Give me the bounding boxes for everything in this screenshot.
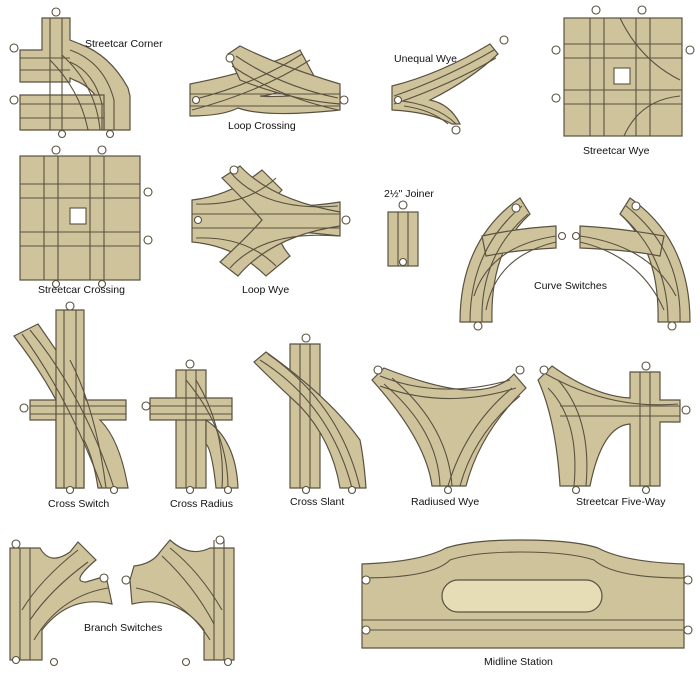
loop-wye-piece bbox=[191, 165, 351, 277]
cross-slant-piece bbox=[253, 333, 367, 495]
loop-crossing-label: Loop Crossing bbox=[228, 120, 296, 132]
joiner-piece bbox=[387, 200, 419, 267]
cross-radius-label: Cross Radius bbox=[170, 498, 234, 510]
loop-crossing-piece bbox=[189, 45, 349, 117]
unequal-wye-label: Unequal Wye bbox=[394, 53, 457, 65]
streetcar-crossing-label: Streetcar Crossing bbox=[38, 284, 125, 296]
unequal-wye-piece bbox=[391, 35, 509, 135]
loop-wye-label: Loop Wye bbox=[242, 284, 290, 296]
branch-switch-right-piece bbox=[121, 535, 235, 667]
midline-station-label: Midline Station bbox=[484, 656, 553, 668]
streetcar-wye-label: Streetcar Wye bbox=[583, 145, 650, 157]
streetcar-crossing-piece bbox=[19, 145, 153, 289]
cross-slant-label: Cross Slant bbox=[290, 496, 345, 508]
streetcar-five-way-label: Streetcar Five-Way bbox=[576, 496, 666, 508]
cross-radius-piece bbox=[141, 359, 239, 495]
radiused-wye-label: Radiused Wye bbox=[411, 496, 480, 508]
midline-station-piece bbox=[361, 539, 693, 649]
joiner-label: 2½" Joiner bbox=[384, 188, 434, 200]
radiused-wye-piece bbox=[371, 365, 527, 495]
streetcar-five-way-piece bbox=[537, 361, 691, 495]
branch-switches-label: Branch Switches bbox=[84, 622, 163, 634]
curve-switches-label: Curve Switches bbox=[534, 280, 607, 292]
streetcar-corner-label: Streetcar Corner bbox=[85, 38, 163, 50]
streetcar-corner-piece bbox=[9, 7, 131, 139]
branch-switch-left-piece bbox=[9, 539, 113, 667]
cross-switch-label: Cross Switch bbox=[48, 498, 110, 510]
streetcar-wye-piece bbox=[551, 5, 695, 137]
cross-switch-piece bbox=[13, 301, 129, 495]
curve-switch-left-piece bbox=[459, 197, 567, 331]
curve-switch-right-piece bbox=[571, 197, 691, 331]
